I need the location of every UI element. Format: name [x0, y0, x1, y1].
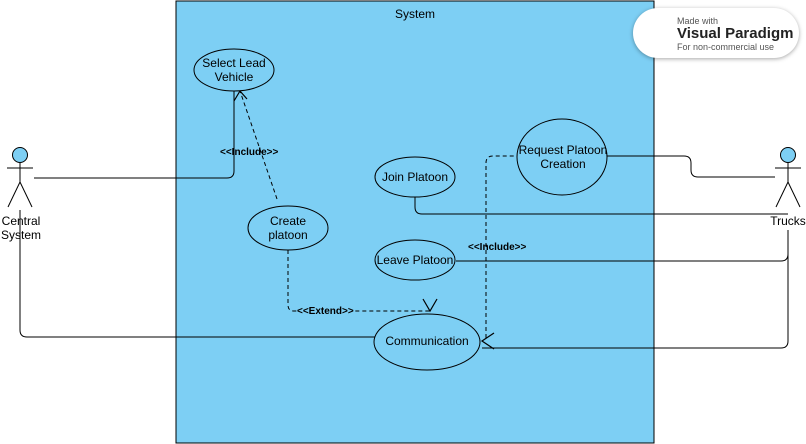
watermark-made-with: Made with — [677, 16, 719, 26]
select-lead-line1: Select Lead — [202, 56, 266, 70]
usecase-select-lead-label: Select Lead Vehicle — [196, 55, 272, 85]
relation-include-request-label: <<Include>> — [468, 242, 527, 253]
central-actor-label: Central System — [0, 214, 42, 242]
watermark-note: For non-commercial use — [677, 42, 775, 52]
create-platoon-line2: platoon — [268, 228, 308, 242]
usecase-leave-platoon-label: Leave Platoon — [376, 253, 454, 267]
include-create-to-select — [239, 90, 278, 200]
arrowhead-extend-communication — [422, 298, 438, 313]
relation-extend-label: <<Extend>> — [297, 306, 354, 318]
assoc-trucks-communication — [482, 230, 789, 349]
extend-create-to-communication — [287, 250, 430, 312]
usecase-create-platoon[interactable] — [247, 205, 329, 251]
watermark-brand: Visual Paradigm — [677, 25, 794, 42]
assoc-trucks-join — [414, 196, 788, 215]
include-communication-to-request — [485, 155, 517, 338]
request-platoon-line1: Request Platoon — [518, 143, 608, 157]
assoc-central-communication — [19, 210, 375, 338]
system-title: System — [394, 7, 435, 21]
assoc-trucks-request — [607, 155, 775, 178]
central-actor-label-line1: Central — [1, 214, 41, 228]
central-actor-head — [12, 147, 28, 163]
usecase-communication[interactable] — [373, 313, 481, 371]
usecase-join-platoon[interactable] — [374, 156, 456, 198]
create-platoon-line1: Create — [269, 214, 307, 228]
request-platoon-line2: Creation — [540, 157, 586, 171]
usecase-select-lead-vehicle[interactable] — [193, 48, 275, 92]
relation-include-select-label: <<Include>> — [220, 147, 279, 158]
usecase-request-platoon-label: Request Platoon Creation — [515, 142, 611, 172]
usecase-create-platoon-label: Create platoon — [250, 213, 326, 243]
actor-central-system[interactable] — [7, 147, 33, 208]
arrowhead-communication-trucks — [480, 332, 495, 350]
usecase-leave-platoon[interactable] — [374, 239, 456, 281]
assoc-central-select-lead — [34, 91, 235, 179]
central-actor-label-line2: System — [0, 228, 41, 242]
visual-paradigm-watermark: Made with Visual Paradigm For non-commer… — [633, 8, 799, 58]
actor-trucks[interactable] — [775, 147, 801, 208]
trucks-actor-head — [780, 147, 796, 163]
usecase-request-platoon-creation[interactable] — [516, 118, 608, 196]
select-lead-line2: Vehicle — [214, 70, 254, 84]
usecase-communication-label: Communication — [385, 334, 469, 348]
trucks-actor-label: Trucks — [770, 214, 806, 228]
usecase-join-platoon-label: Join Platoon — [381, 170, 449, 184]
